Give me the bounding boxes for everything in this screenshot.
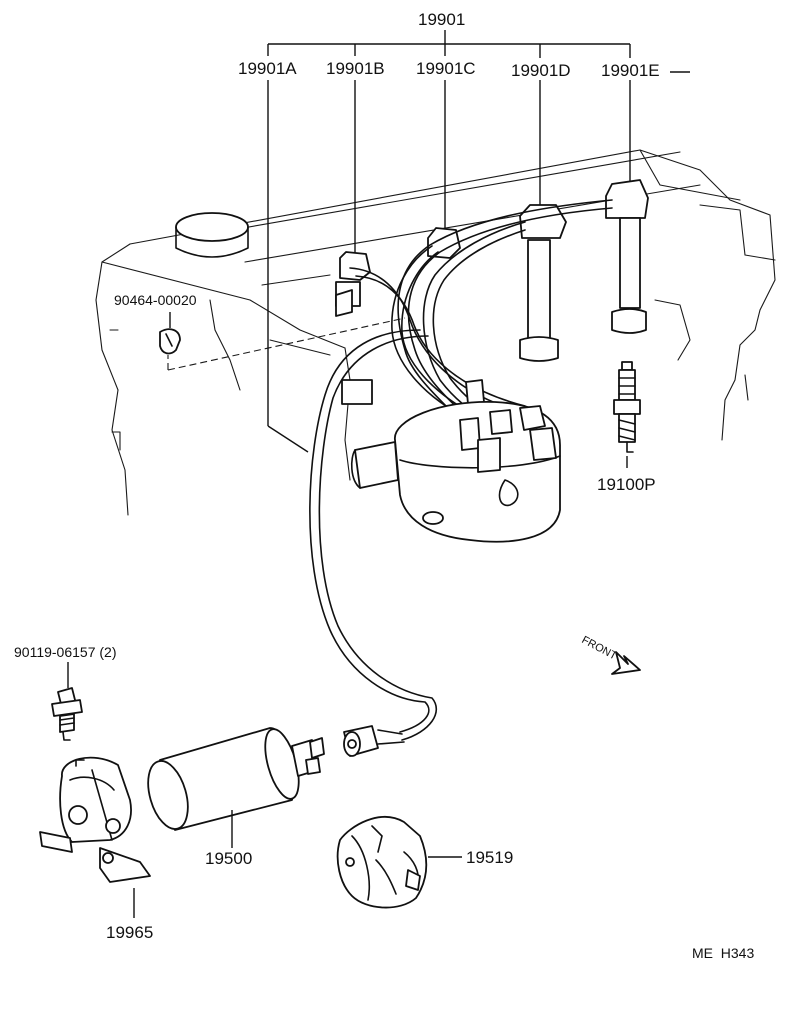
engine-block-outline xyxy=(95,149,776,516)
callout-assembly: 19901 xyxy=(418,10,465,29)
spark-plug-wires xyxy=(309,199,613,741)
front-direction-indicator: FRONT xyxy=(580,634,641,675)
wire-clamp-part xyxy=(159,312,181,355)
callout-wire-b: 19901B xyxy=(326,59,385,78)
ignition-coil-part xyxy=(147,725,405,848)
callout-spark-plug: 19100P xyxy=(597,475,656,494)
callout-wire-a: 19901A xyxy=(238,59,297,78)
bolt-part xyxy=(51,662,83,741)
callout-bracket: 19965 xyxy=(106,923,153,942)
cap-cover-part xyxy=(336,816,462,909)
front-label: FRONT xyxy=(580,634,619,663)
callout-wire-c: 19901C xyxy=(416,59,476,78)
callout-labels: 19901 19901A 19901B 19901C 19901D 19901E… xyxy=(14,10,754,961)
callout-wire-e: 19901E xyxy=(601,61,660,80)
spark-plug-part xyxy=(613,361,641,468)
assembly-leader-bracket xyxy=(267,30,690,453)
callout-wire-d: 19901D xyxy=(511,61,571,80)
callout-cap-cover: 19519 xyxy=(466,848,513,867)
callout-coil: 19500 xyxy=(205,849,252,868)
callout-clamp: 90464-00020 xyxy=(114,292,197,308)
footer-code: ME H343 xyxy=(692,945,754,961)
callout-bolt: 90119-06157 (2) xyxy=(14,644,116,660)
distributor xyxy=(350,401,561,543)
plug-wire-boots xyxy=(335,179,649,405)
coil-bracket-part xyxy=(39,756,151,918)
